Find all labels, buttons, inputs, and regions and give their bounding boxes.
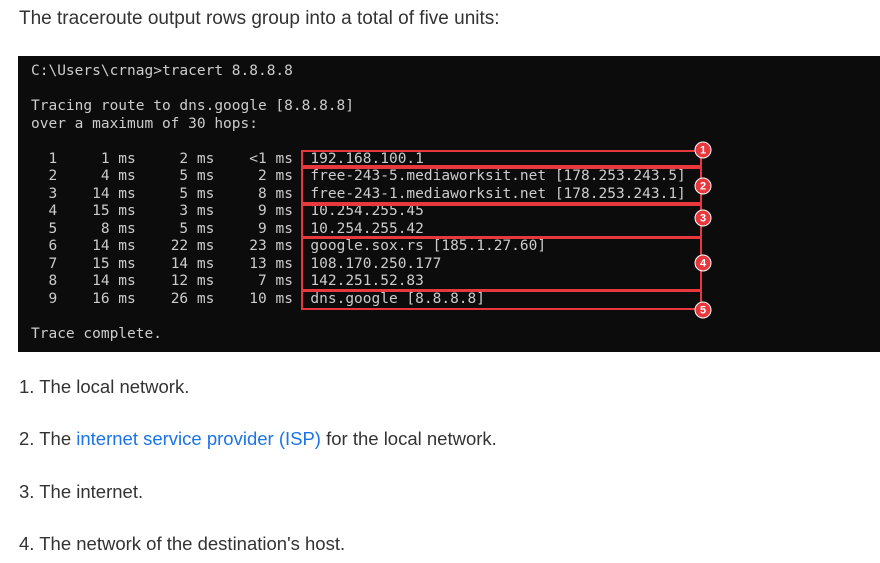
trace-complete-line: Trace complete. xyxy=(31,325,162,342)
hop-time-3: 13 ms xyxy=(214,255,293,272)
list-item-4: 4. The network of the destination's host… xyxy=(19,533,346,554)
group-badge-4: 4 xyxy=(694,254,712,272)
hop-host: 10.254.255.45 xyxy=(292,203,424,219)
group-box-1 xyxy=(301,150,702,167)
hop-time-2: 5 ms xyxy=(135,168,215,184)
command-line: C:\Users\crnag>tracert 8.8.8.8 xyxy=(31,63,293,79)
hop-row: 7 15 ms 14 ms 13 ms 108.170.250.177 xyxy=(31,256,441,274)
list-item-2: 2. The internet service provider (ISP) f… xyxy=(19,428,497,450)
hop-number: 7 xyxy=(31,255,58,272)
hop-time-2: 5 ms xyxy=(135,185,215,202)
hop-host: free-243-1.mediaworksit.net [178.253.243… xyxy=(292,185,686,202)
hop-host: 10.254.255.42 xyxy=(292,220,424,237)
hop-host: 108.170.250.177 xyxy=(292,255,442,272)
hop-time-1: 15 ms xyxy=(57,203,136,219)
hop-time-3: 9 ms xyxy=(214,203,293,219)
hop-time-3: 7 ms xyxy=(214,273,293,289)
terminal-output: C:\Users\crnag>tracert 8.8.8.8 Tracing r… xyxy=(18,56,880,352)
hop-row: 4 15 ms 3 ms 9 ms 10.254.255.45 xyxy=(31,203,424,221)
hop-number: 6 xyxy=(31,238,58,254)
group-badge-3: 3 xyxy=(694,209,712,227)
group-badge-1: 1 xyxy=(694,141,712,159)
group-badge-5: 5 xyxy=(694,301,712,319)
hop-number: 3 xyxy=(31,185,58,202)
list-item-2-prefix: 2. The xyxy=(19,428,77,449)
hop-host: 192.168.100.1 xyxy=(292,150,424,167)
hop-time-1: 8 ms xyxy=(57,220,136,237)
group-box-2 xyxy=(301,167,702,204)
hop-time-1: 16 ms xyxy=(57,290,136,307)
hop-time-2: 2 ms xyxy=(135,150,215,167)
hop-time-1: 14 ms xyxy=(57,238,136,254)
hop-time-3: <1 ms xyxy=(214,150,293,167)
hop-row: 3 14 ms 5 ms 8 ms free-243-1.mediaworksi… xyxy=(31,185,686,204)
hop-time-1: 4 ms xyxy=(57,168,136,184)
group-box-4 xyxy=(301,237,702,291)
hop-number: 4 xyxy=(31,203,58,219)
hop-number: 2 xyxy=(31,168,58,184)
hop-host: dns.google [8.8.8.8] xyxy=(292,290,485,307)
hop-row: 1 1 ms 2 ms <1 ms 192.168.100.1 xyxy=(31,150,424,169)
hop-row: 9 16 ms 26 ms 10 ms dns.google [8.8.8.8] xyxy=(31,291,485,309)
tracing-line: Tracing route to dns.google [8.8.8.8] xyxy=(31,98,355,114)
list-item-1: 1. The local network. xyxy=(19,376,190,397)
hop-row: 5 8 ms 5 ms 9 ms 10.254.255.42 xyxy=(31,220,424,239)
hop-host: free-243-5.mediaworksit.net [178.253.243… xyxy=(292,168,686,184)
hop-time-3: 10 ms xyxy=(214,290,293,307)
hop-time-2: 3 ms xyxy=(135,203,215,219)
hop-row: 6 14 ms 22 ms 23 ms google.sox.rs [185.1… xyxy=(31,238,546,256)
hop-time-2: 22 ms xyxy=(135,238,215,254)
list-item-2-suffix: for the local network. xyxy=(320,428,497,449)
hop-number: 9 xyxy=(31,290,58,307)
group-badge-2: 2 xyxy=(694,177,712,195)
hop-time-3: 9 ms xyxy=(214,220,293,237)
isp-link[interactable]: internet service provider (ISP) xyxy=(76,428,321,449)
list-item-3: 3. The internet. xyxy=(19,481,144,502)
hop-host: google.sox.rs [185.1.27.60] xyxy=(292,238,547,254)
group-box-5 xyxy=(301,290,702,310)
hop-time-1: 14 ms xyxy=(57,185,136,202)
hop-time-3: 2 ms xyxy=(214,168,293,184)
hop-row: 2 4 ms 5 ms 2 ms free-243-5.mediaworksit… xyxy=(31,168,686,186)
hop-number: 8 xyxy=(31,273,58,289)
hop-number: 1 xyxy=(31,150,58,167)
hop-time-1: 15 ms xyxy=(57,255,136,272)
section-heading: The traceroute output rows group into a … xyxy=(19,8,500,29)
hop-host: 142.251.52.83 xyxy=(292,273,424,289)
hop-time-2: 26 ms xyxy=(135,290,215,307)
hop-time-3: 8 ms xyxy=(214,185,293,202)
hop-row: 8 14 ms 12 ms 7 ms 142.251.52.83 xyxy=(31,273,424,291)
hop-time-3: 23 ms xyxy=(214,238,293,254)
max-hops-line: over a maximum of 30 hops: xyxy=(31,115,258,132)
group-box-3 xyxy=(301,204,702,238)
hop-time-2: 14 ms xyxy=(135,255,215,272)
hop-number: 5 xyxy=(31,220,58,237)
hop-time-2: 5 ms xyxy=(135,220,215,237)
hop-time-1: 1 ms xyxy=(57,150,136,167)
hop-time-2: 12 ms xyxy=(135,273,215,289)
hop-time-1: 14 ms xyxy=(57,273,136,289)
